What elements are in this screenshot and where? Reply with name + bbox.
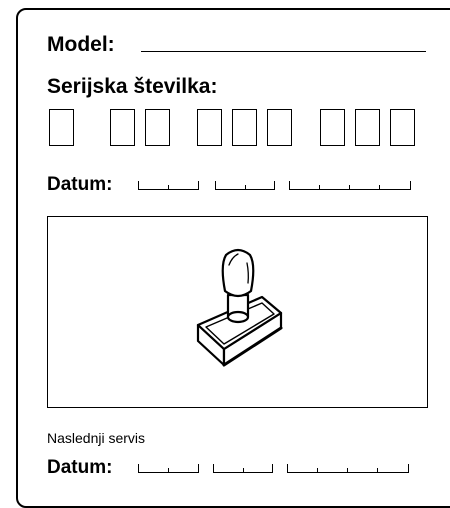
year-field[interactable] [287, 464, 409, 473]
day-month-field[interactable] [138, 181, 199, 190]
serial-digit-box[interactable] [197, 109, 222, 146]
serial-number-label: Serijska številka: [47, 75, 218, 98]
serial-digit-box[interactable] [390, 109, 415, 146]
day-field[interactable] [138, 464, 199, 473]
next-service-label: Naslednji servis [47, 430, 146, 446]
month-field[interactable] [215, 181, 275, 190]
model-label: Model: [47, 33, 115, 56]
serial-digit-box[interactable] [145, 109, 170, 146]
serial-digit-box[interactable] [49, 109, 74, 146]
serial-digit-box[interactable] [110, 109, 135, 146]
serial-digit-box[interactable] [320, 109, 345, 146]
rubber-stamp-icon [196, 248, 283, 367]
year-field[interactable] [289, 181, 411, 190]
date-label: Datum: [47, 174, 113, 195]
stamp-area[interactable] [47, 216, 428, 408]
serial-digit-box[interactable] [232, 109, 257, 146]
month-field[interactable] [213, 464, 273, 473]
model-field[interactable] [141, 51, 426, 52]
serial-digit-box[interactable] [355, 109, 380, 146]
next-date-label: Datum: [47, 457, 113, 478]
serial-digit-box[interactable] [267, 109, 292, 146]
